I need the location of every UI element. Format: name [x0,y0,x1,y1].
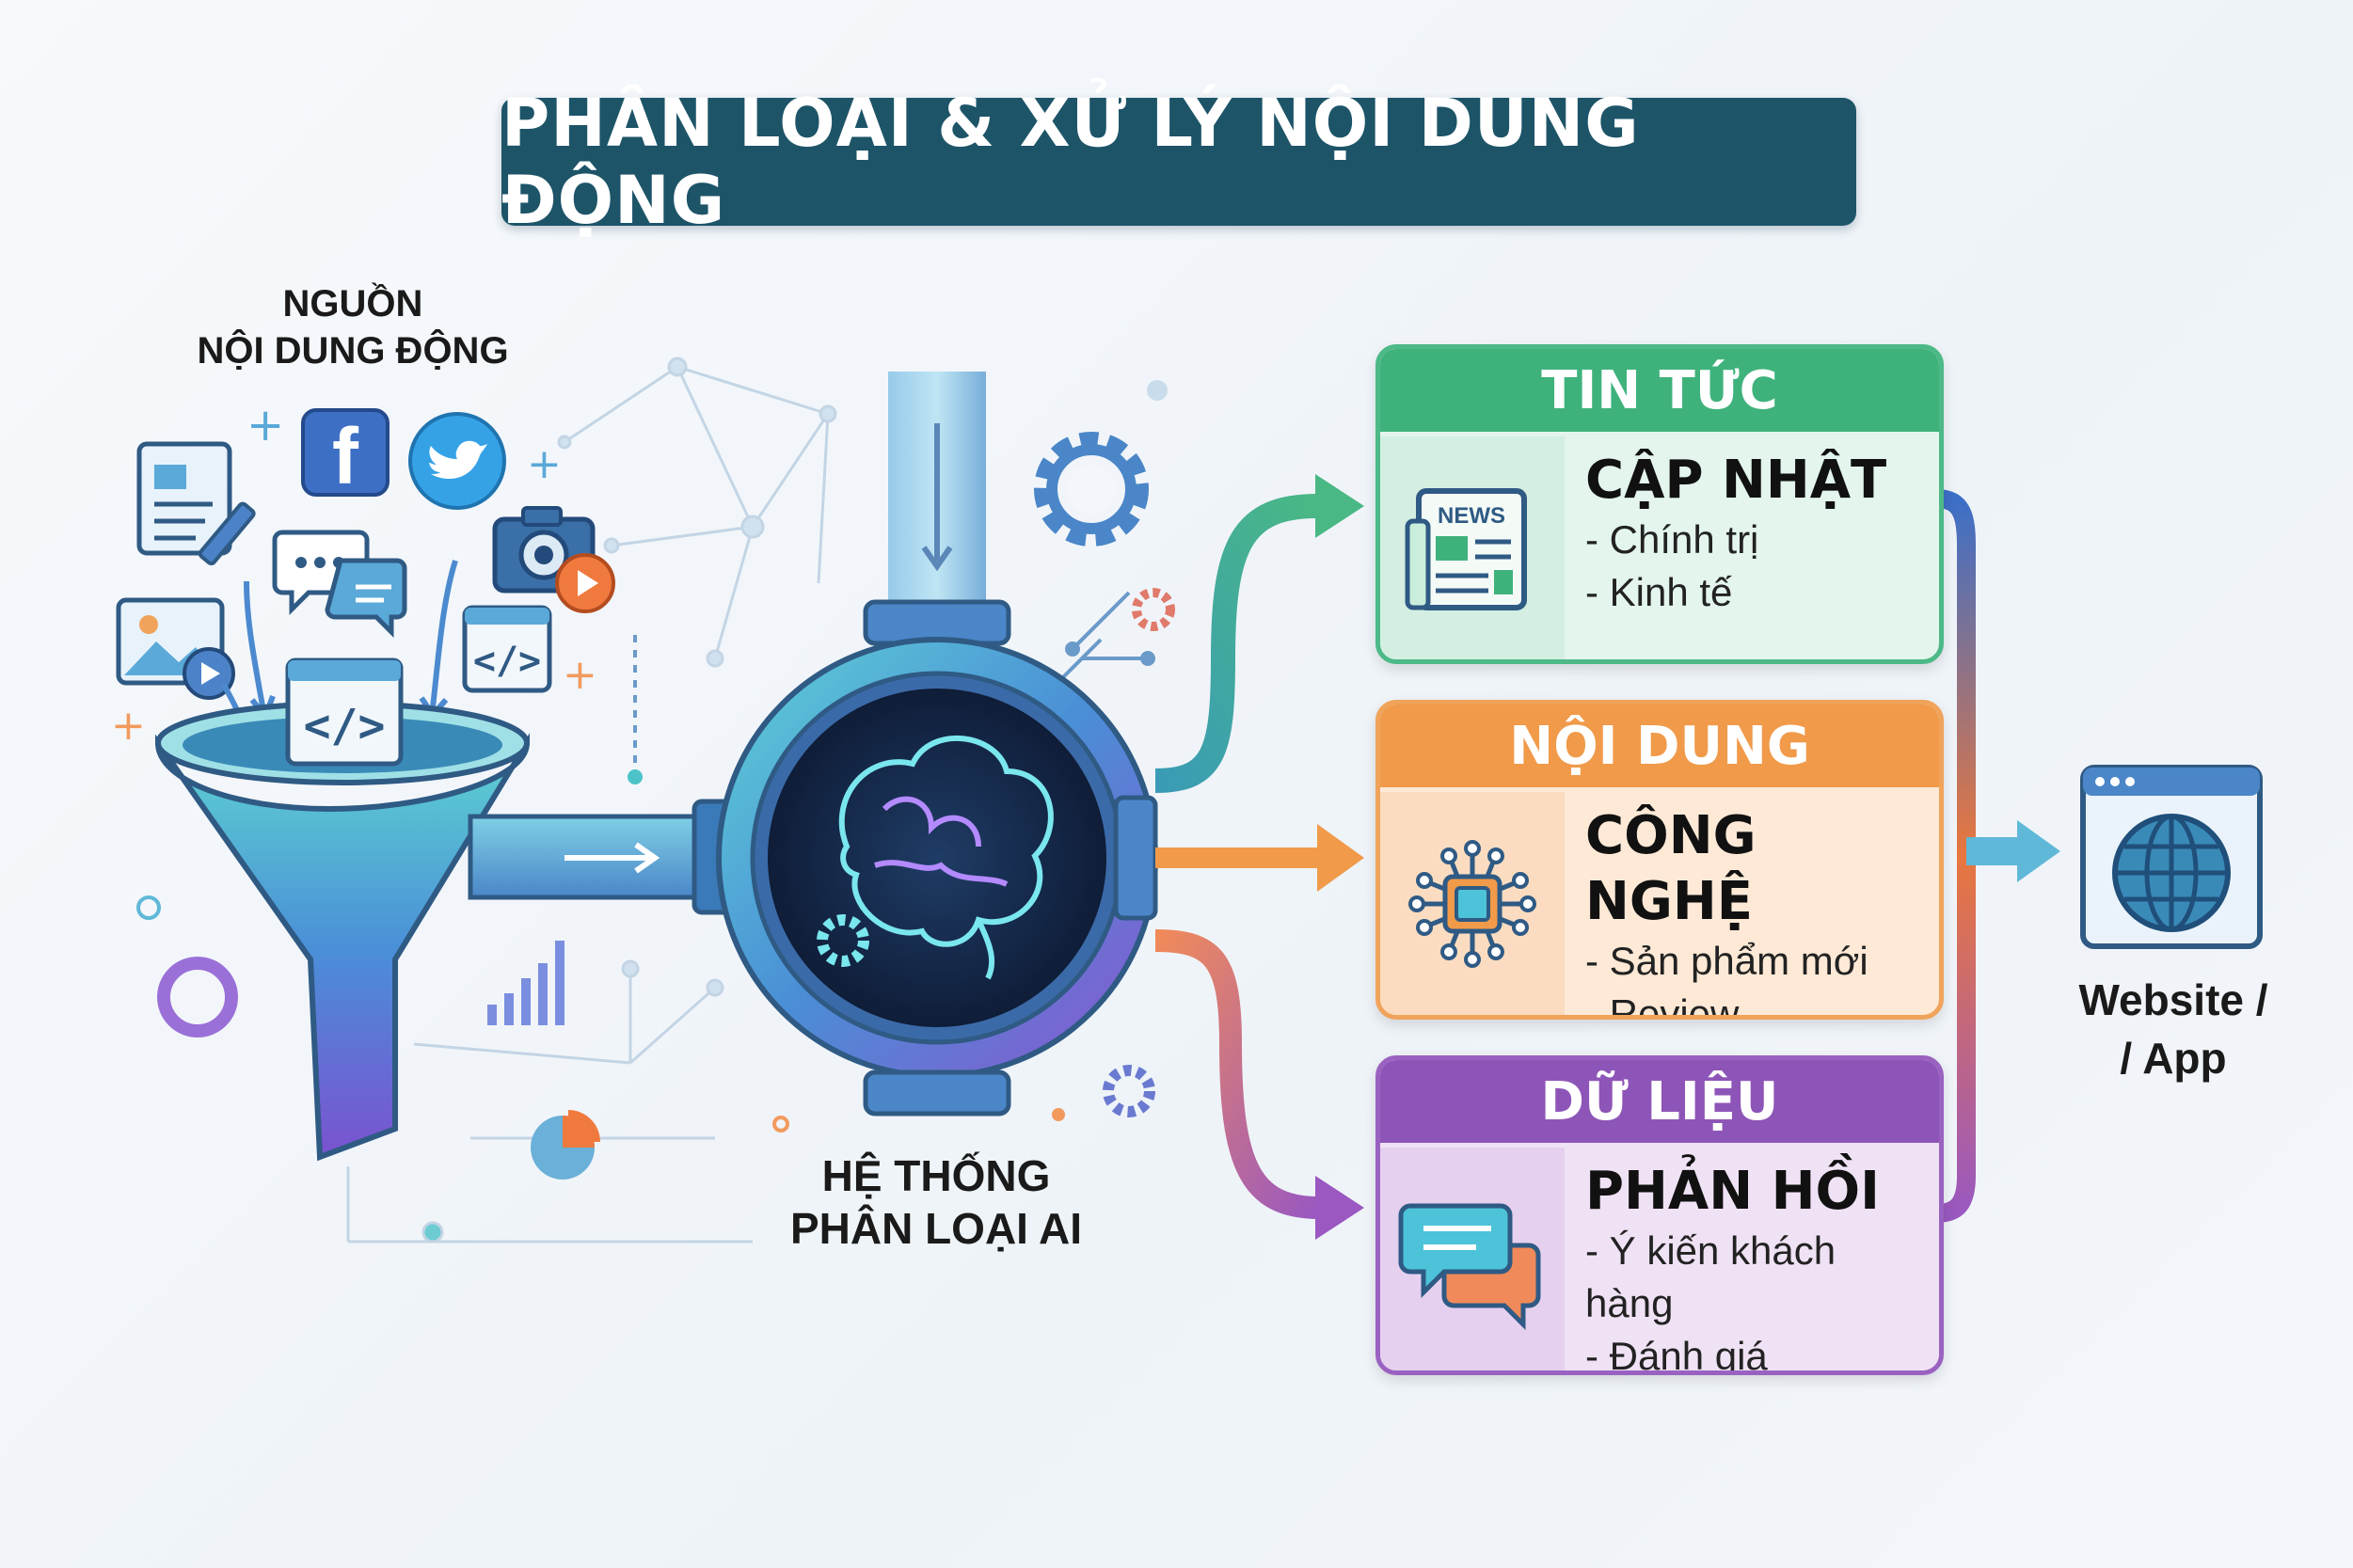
card-subtitle: CÔNG NGHỆ [1585,805,1757,932]
arrow-to-tech [1155,824,1364,892]
category-card-tech: NỘI DUNG CÔNG NGHỆ [1375,700,1944,1020]
feedback-chat-icon [1380,1148,1565,1370]
chat-icon [272,530,407,639]
circuit-lines [628,591,1155,784]
news-badge: NEWS [1438,503,1505,529]
code-window-icon: </> [462,605,552,693]
card-item: - Review [1585,991,1740,1020]
output-connector [1935,489,2060,1223]
small-gear-icon [1132,588,1175,631]
small-gear-icon-2 [1103,1065,1155,1117]
svg-text:</>: </> [304,700,386,752]
top-pipe [863,372,1011,646]
globe-browser-icon [2080,765,2263,949]
image-video-icon [116,597,235,700]
gear-icon [1034,432,1149,546]
svg-text:f: f [332,412,359,500]
svg-text:+: + [246,399,284,451]
source-label-line1: NGUỒN [282,283,423,325]
title-banner: PHÂN LOẠI & XỬ LÝ NỘI DUNG ĐỘNG [501,85,1856,239]
facebook-icon: f [301,408,390,500]
ai-label-line2: PHÂN LOẠI AI [789,1204,1083,1253]
card-subtitle: PHẢN HỒI [1585,1161,1880,1222]
arrow-to-data [1154,929,1364,1240]
card-item: - Đánh giá [1585,1334,1768,1375]
svg-text:</>: </> [473,640,541,683]
category-card-news: TIN TỨC NEWS CẬP NHẬT - Chính trị - Kinh… [1375,344,1944,664]
card-header: NỘI DUNG [1380,705,1939,787]
pie-chart-decoration [531,1110,600,1180]
camera-icon [492,506,615,613]
arrow-to-news [1154,474,1364,793]
source-label-line2: NỘI DUNG ĐỘNG [197,330,509,372]
card-header: DỮ LIỆU [1380,1060,1939,1143]
core-gear-icon [817,914,869,967]
svg-text:+: + [527,440,562,488]
input-pipe [468,799,755,915]
network-decoration [346,356,837,1243]
card-item: - Ý kiến khách hàng [1585,1228,1836,1325]
newspaper-icon: NEWS [1380,436,1565,659]
page-title: PHÂN LOẠI & XỬ LÝ NỘI DUNG ĐỘNG [501,85,1640,239]
card-item: - Kinh tế [1585,570,1733,614]
card-item: - Chính trị [1585,517,1759,562]
document-edit-icon [136,441,256,566]
funnel-icon: </> [154,657,531,1162]
category-card-data: DỮ LIỆU PHẢN HỒI - Ý kiến khách hàng - Đ… [1375,1055,1944,1375]
card-subtitle: CẬP NHẬT [1585,450,1887,511]
bar-chart-decoration [487,941,564,1025]
card-header: TIN TỨC [1380,349,1939,432]
svg-text:+: + [111,702,146,750]
ai-label-line1: HỆ THỐNG [821,1151,1051,1200]
output-label-line2: / App [2120,1034,2227,1083]
sparkle-decoration: + + + + [111,380,1168,1132]
source-label: NGUỒN NỘI DUNG ĐỘNG [160,280,546,374]
output-label: Website / / App [2042,971,2305,1087]
ai-system-label: HỆ THỐNG PHÂN LOẠI AI [753,1149,1120,1255]
brain-icon [838,735,1054,980]
output-label-line1: Website / [2078,975,2268,1024]
code-card-icon: </> [285,657,404,767]
ai-classifier-core [716,637,1158,1117]
chip-icon [1380,792,1565,1015]
twitter-icon [408,412,506,510]
svg-text:+: + [563,651,597,699]
card-item: - Sản phẩm mới [1585,939,1868,983]
